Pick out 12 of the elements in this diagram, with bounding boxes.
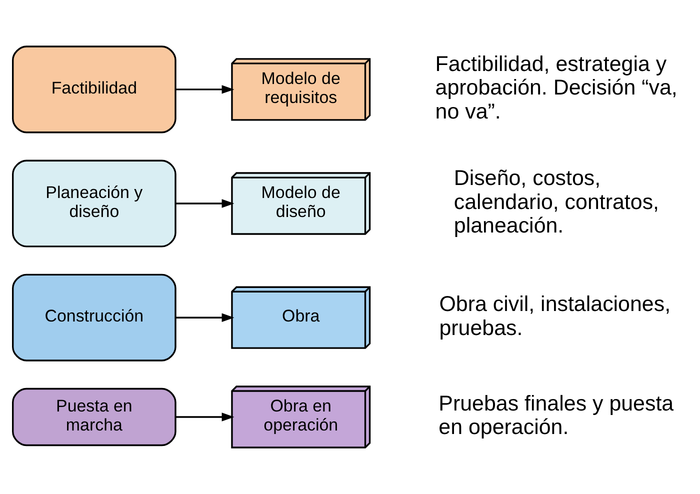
label: Pruebas finales y puesta en operación. xyxy=(438,391,674,440)
arrow xyxy=(176,412,234,422)
arrow xyxy=(176,313,234,322)
arrow xyxy=(176,85,234,94)
node-box: Construcción xyxy=(12,274,176,362)
label: Obra civil, instalaciones, pruebas. xyxy=(439,292,671,340)
node-box: Puesta en marcha xyxy=(12,388,176,446)
label: Diseño, costos, calendario, contratos, planeación. xyxy=(454,166,660,238)
node-box: Planeación y diseño xyxy=(12,160,176,248)
arrow xyxy=(176,199,234,208)
node-box: Factibilidad xyxy=(12,46,176,134)
label: Factibilidad, estrategia y aprobación. Decisión “va, no va”. xyxy=(435,52,678,124)
